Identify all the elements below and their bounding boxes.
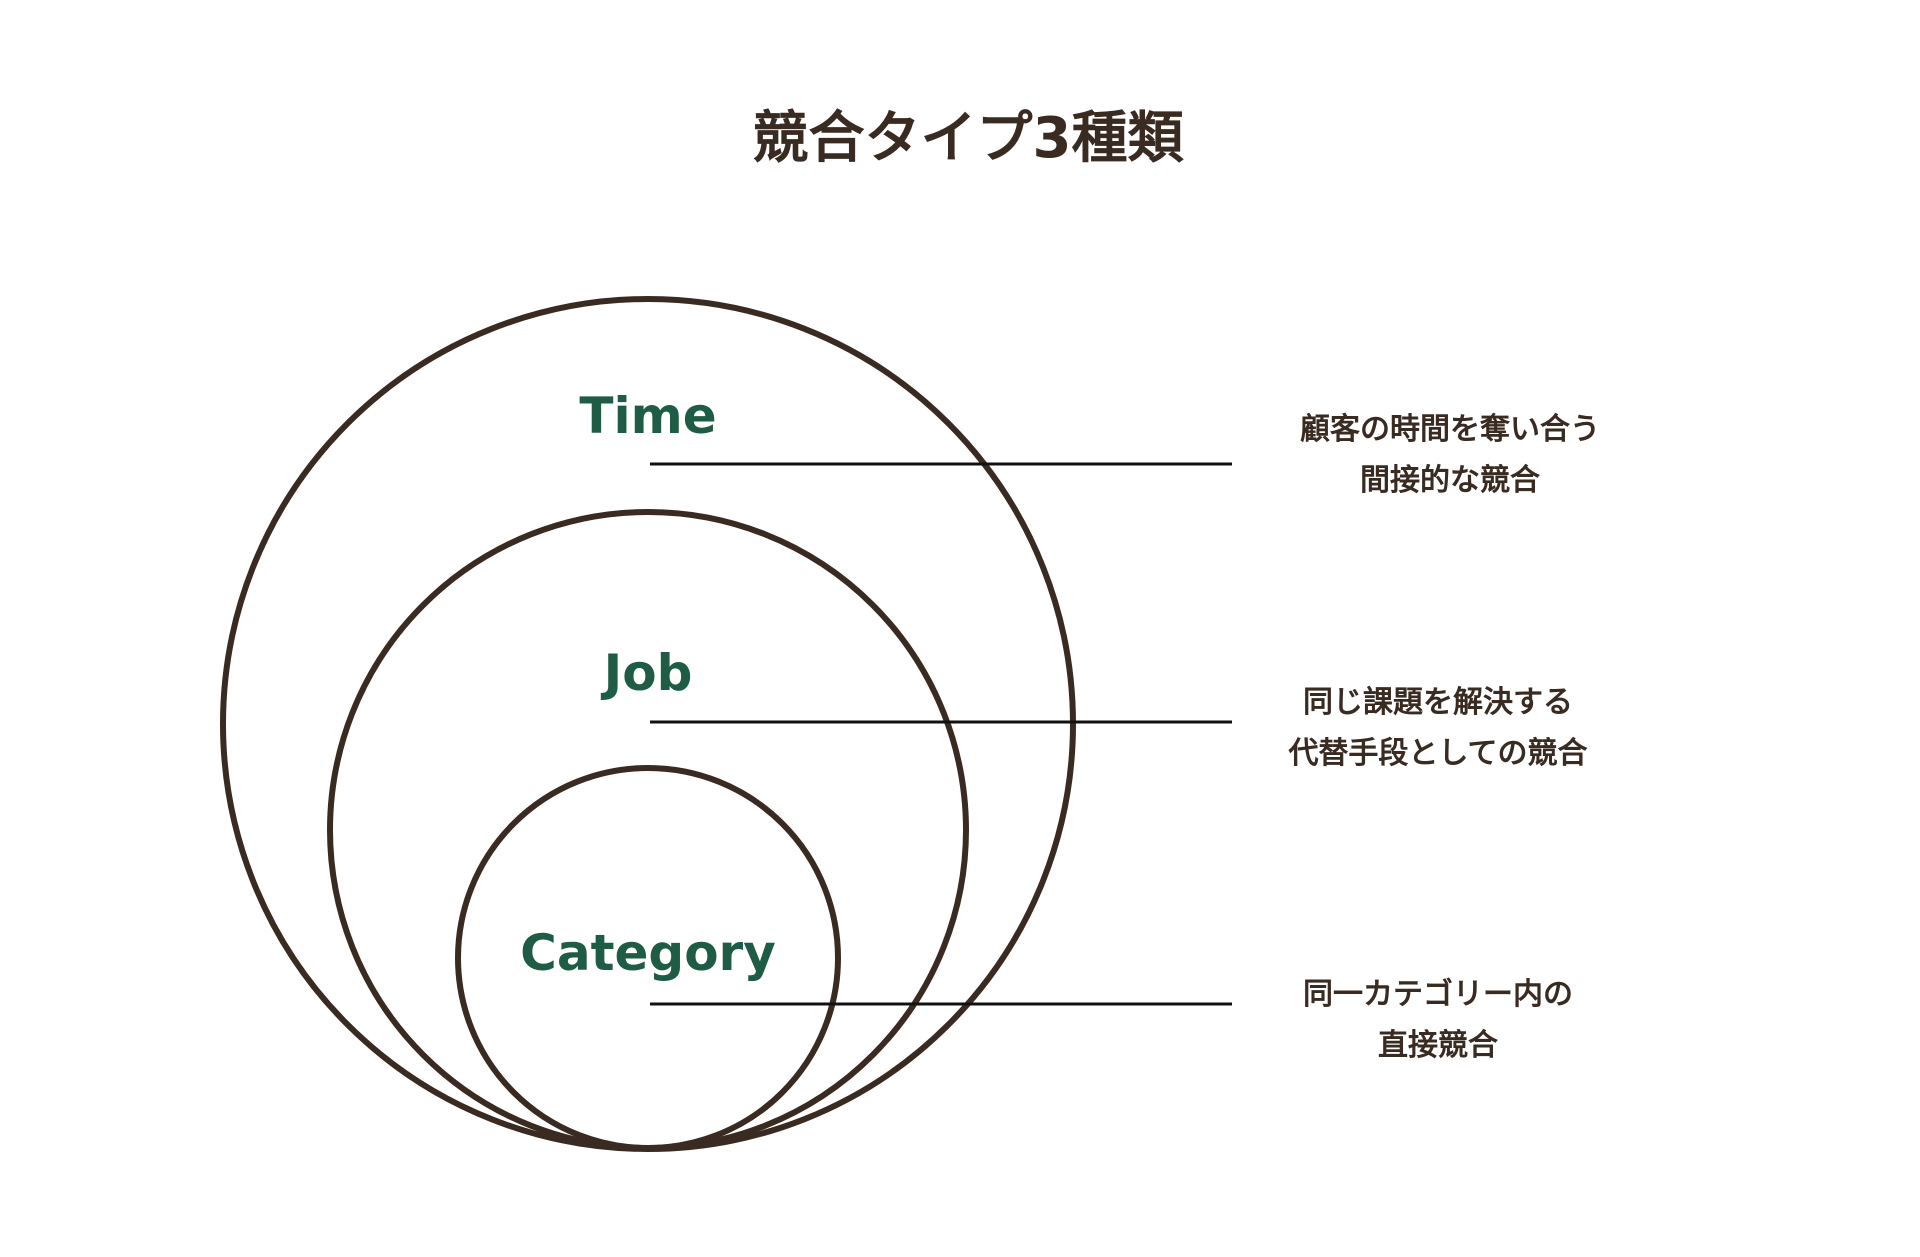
job-description-line-2: 代替手段としての競合: [1287, 736, 1587, 771]
job-circle: [327, 509, 969, 1151]
diagram-title: 競合タイプ3種類: [753, 106, 1185, 171]
category-label: Category: [520, 924, 776, 982]
time-description-line-2: 間接的な競合: [1360, 463, 1540, 498]
category-description-line-1: 同一カテゴリー内の: [1303, 977, 1573, 1012]
job-label: Job: [601, 644, 693, 702]
job-description-line-1: 同じ課題を解決する: [1303, 685, 1573, 720]
category-circle: [455, 765, 841, 1151]
time-label: Time: [579, 387, 716, 445]
category-description-line-2: 直接競合: [1378, 1028, 1498, 1063]
time-description-line-1: 顧客の時間を奪い合う: [1300, 412, 1600, 447]
